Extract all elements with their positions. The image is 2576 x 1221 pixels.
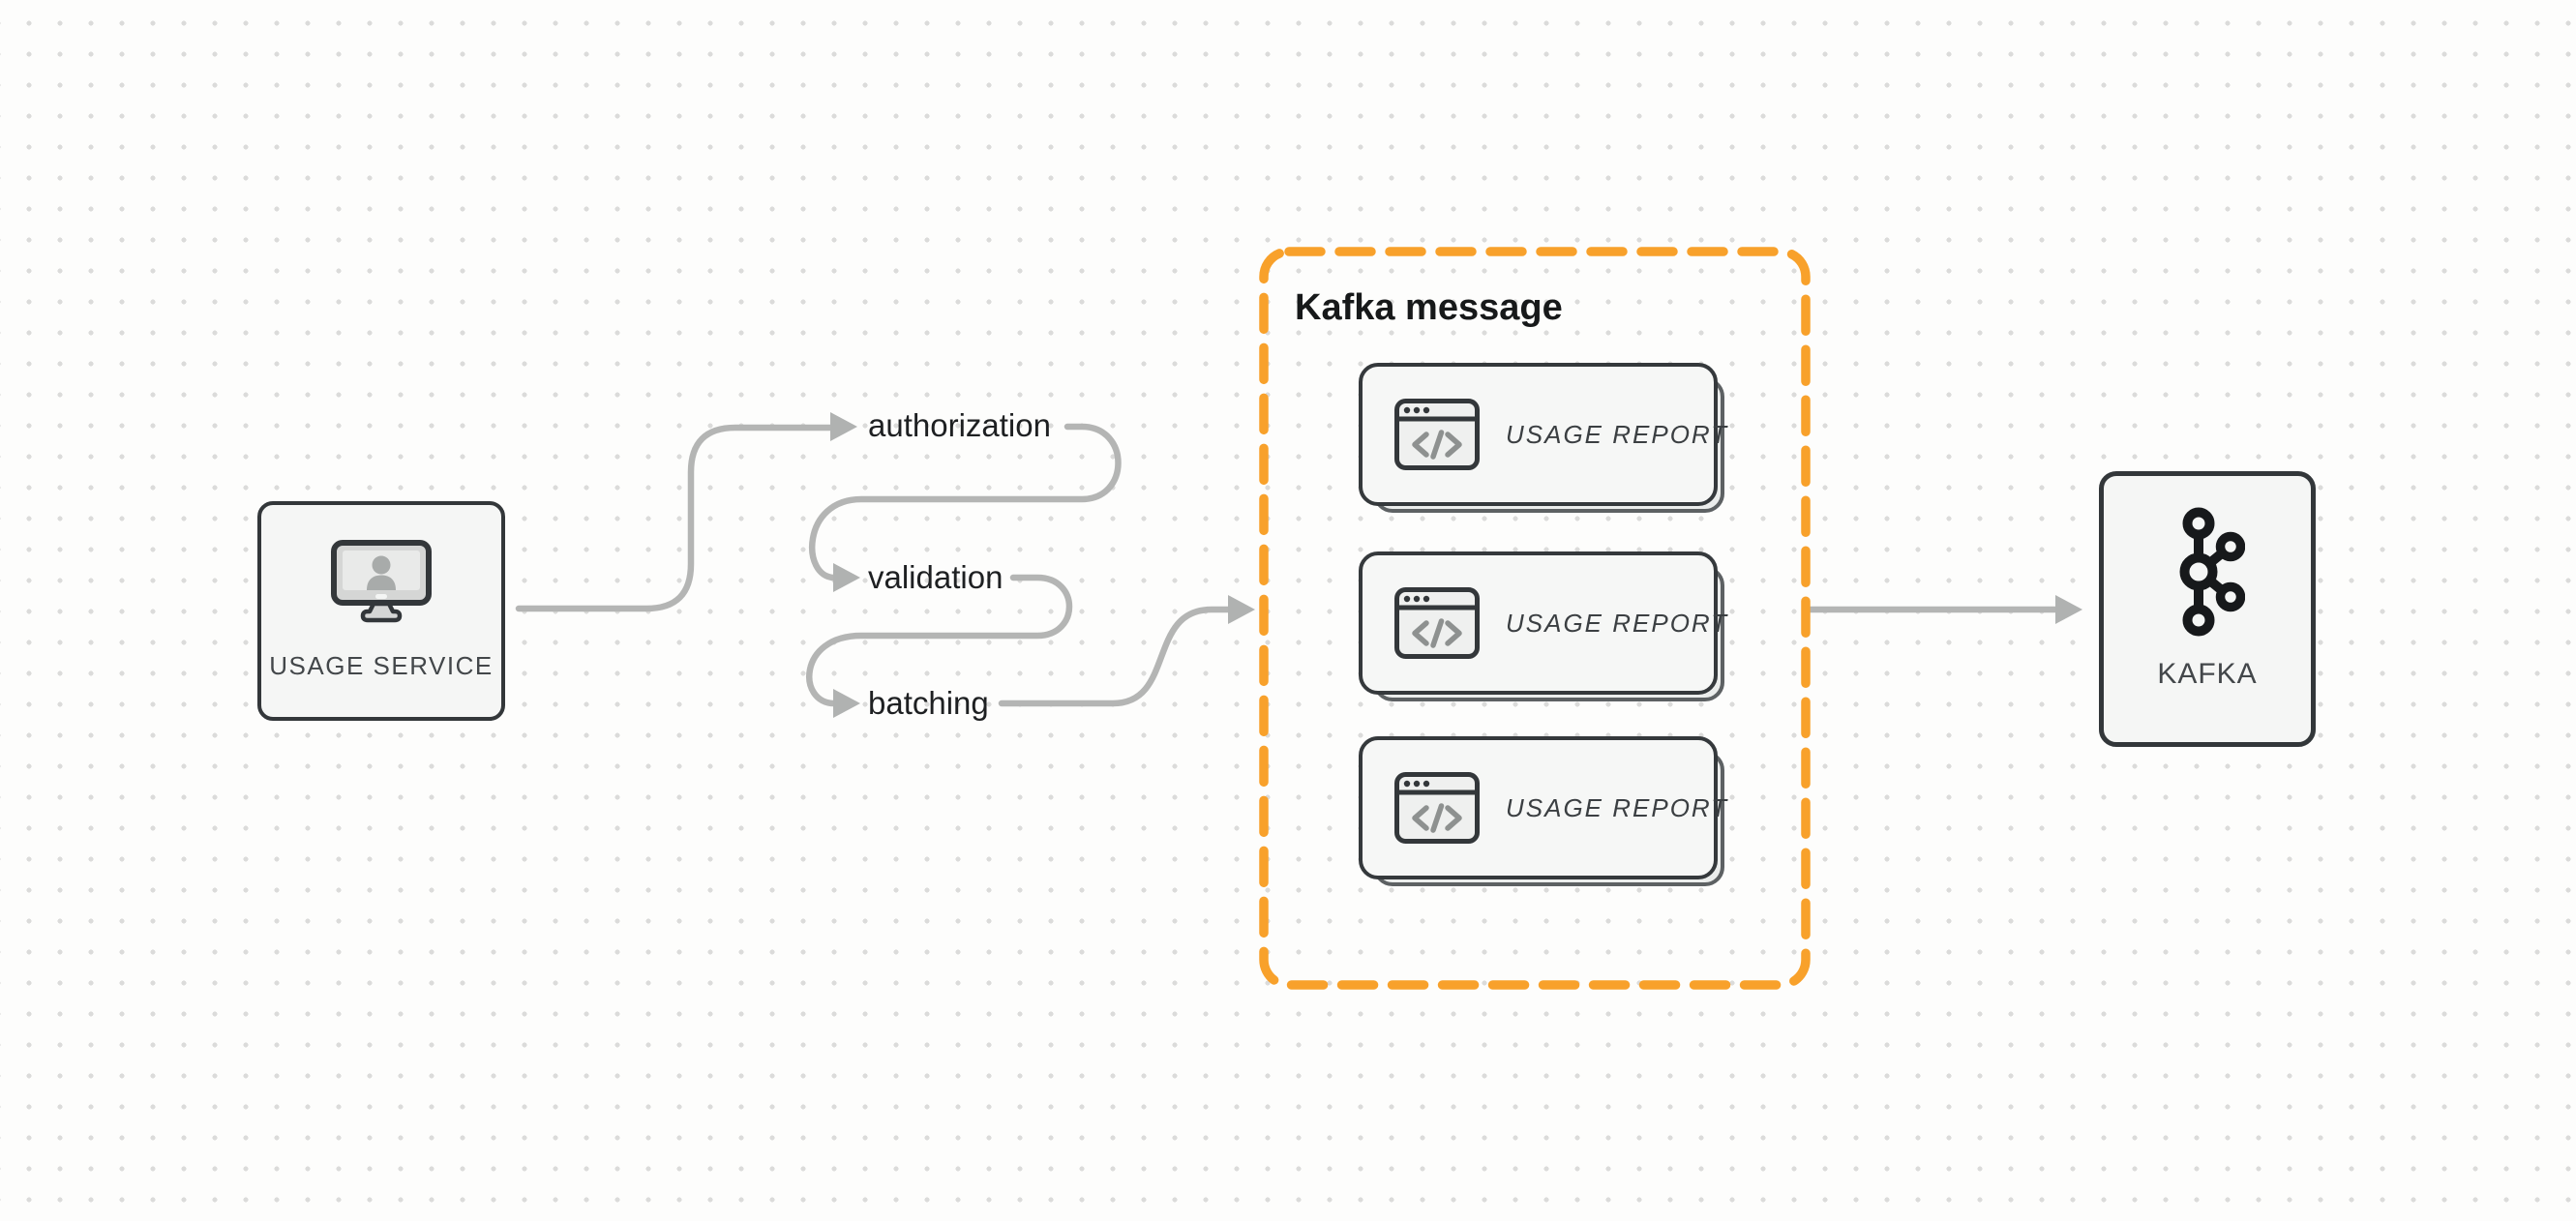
usage-service-label: USAGE SERVICE: [269, 651, 494, 680]
code-window-icon: [1394, 399, 1480, 470]
dashed-border: [1259, 247, 1811, 990]
step-label-validation: validation: [868, 559, 1003, 595]
kafka-message-title: Kafka message: [1295, 287, 1563, 328]
arrowhead-validation: [833, 563, 860, 592]
step-label-batching: batching: [868, 685, 989, 721]
connector-authorization-to-validation: [808, 423, 1122, 581]
kafka-node: KAFKA: [2099, 471, 2316, 747]
connector-usage-to-authorization: [515, 424, 834, 612]
connector-batching-to-kafka-message: [998, 606, 1232, 707]
usage-report-label: USAGE REPORT: [1506, 608, 1729, 638]
usage-report-card: USAGE REPORT: [1359, 551, 1726, 701]
arrowhead-kafka: [2055, 595, 2082, 624]
usage-report-card: USAGE REPORT: [1359, 736, 1726, 886]
arrowhead-authorization: [830, 412, 857, 441]
kafka-logo-icon: [2179, 507, 2245, 637]
monitor-user-icon: [331, 540, 432, 623]
connector-validation-to-batching: [806, 574, 1073, 707]
step-label-authorization: authorization: [868, 407, 1051, 443]
kafka-label: KAFKA: [2157, 658, 2258, 690]
usage-service-node: USAGE SERVICE: [257, 501, 505, 721]
code-window-icon: [1394, 772, 1480, 844]
kafka-message-group: Kafka message USAGE REPORT: [1259, 247, 1811, 990]
usage-report-label: USAGE REPORT: [1506, 792, 1729, 822]
code-window-icon: [1394, 587, 1480, 659]
usage-report-label: USAGE REPORT: [1506, 419, 1729, 449]
arrowhead-batching: [833, 689, 860, 718]
usage-report-card: USAGE REPORT: [1359, 363, 1726, 513]
arrowhead-kafka-message: [1228, 595, 1255, 624]
